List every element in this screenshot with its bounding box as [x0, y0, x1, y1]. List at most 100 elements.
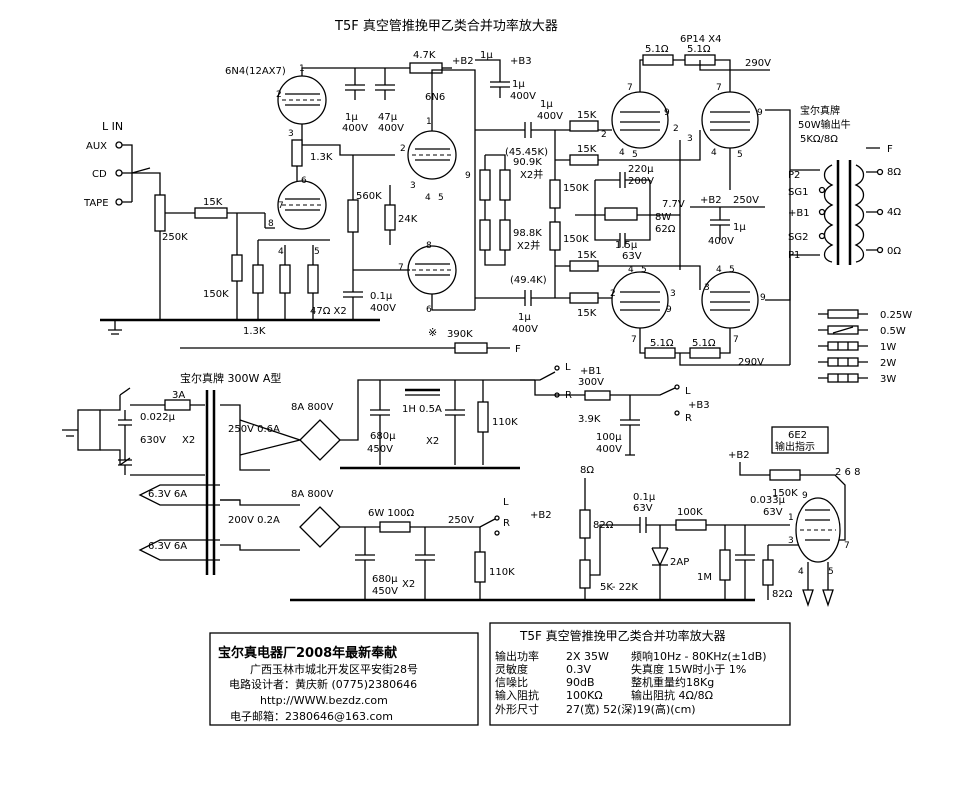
svg-text:390K: 390K: [447, 329, 473, 340]
indicator-label-box: [771, 426, 829, 454]
maker-email[interactable]: 电子邮箱：2380646@163.com: [230, 709, 393, 723]
svg-text:15K: 15K: [577, 110, 597, 121]
svg-text:150K: 150K: [563, 183, 589, 194]
svg-text:5KΩ/8Ω: 5KΩ/8Ω: [800, 134, 838, 145]
svg-text:7.7V: 7.7V: [662, 199, 685, 210]
svg-text:+B1: +B1: [580, 366, 602, 377]
svg-text:5.1Ω: 5.1Ω: [692, 338, 716, 349]
svg-text:外形尺寸: 外形尺寸: [495, 702, 539, 716]
svg-text:2AP: 2AP: [670, 557, 689, 568]
svg-text:7: 7: [631, 335, 637, 345]
svg-text:3: 3: [670, 289, 676, 299]
svg-text:100KΩ: 100KΩ: [566, 689, 603, 702]
svg-text:98.8K: 98.8K: [513, 228, 542, 239]
svg-text:6E2: 6E2: [788, 430, 807, 441]
svg-text:0.1μ: 0.1μ: [633, 492, 656, 503]
svg-text:7: 7: [844, 541, 850, 551]
svg-text:6.3V 6A: 6.3V 6A: [148, 541, 187, 552]
svg-text:220μ: 220μ: [628, 164, 654, 175]
svg-text:27(宽) 52(深)19(高)(cm): 27(宽) 52(深)19(高)(cm): [566, 702, 696, 716]
phase-splitter: (45.45K) 90.9K X2并 98.8K X2并 (49.4K) 1μ …: [474, 99, 589, 335]
svg-text:250V: 250V: [448, 515, 474, 526]
spec-row: 外形尺寸 27(宽) 52(深)19(高)(cm): [495, 702, 696, 716]
svg-text:9: 9: [664, 108, 670, 118]
svg-text:5.1Ω: 5.1Ω: [687, 44, 711, 55]
svg-text:输入阻抗: 输入阻抗: [495, 688, 539, 702]
svg-text:100K: 100K: [677, 507, 703, 518]
svg-text:400V: 400V: [537, 111, 563, 122]
spec-table-box: [489, 622, 791, 726]
jack-cd[interactable]: [115, 169, 123, 177]
svg-text:0.022μ: 0.022μ: [140, 412, 176, 423]
preamp-section: 6N4(12AX7) 1 2 3 6 7 8 4 5 1.3K 4.7K +B2…: [180, 50, 536, 355]
jack-aux[interactable]: [115, 141, 123, 149]
svg-text:0.25W: 0.25W: [880, 310, 912, 321]
svg-text:8: 8: [268, 219, 274, 229]
svg-text:4.7K: 4.7K: [413, 50, 436, 61]
svg-text:0.033μ: 0.033μ: [750, 495, 786, 506]
svg-text:250V: 250V: [733, 195, 759, 206]
svg-text:5: 5: [314, 247, 320, 257]
svg-text:信噪比: 信噪比: [495, 676, 528, 689]
svg-text:90.9K: 90.9K: [513, 157, 542, 168]
level-indicator: 6E2 输出指示 +B2 2 6 8 150K 9 1 3 7 4 5 8Ω 8…: [579, 426, 860, 608]
svg-text:2: 2: [400, 144, 406, 154]
svg-text:6W 100Ω: 6W 100Ω: [368, 508, 415, 519]
svg-text:400V: 400V: [512, 324, 538, 335]
svg-text:63V: 63V: [633, 503, 653, 514]
svg-text:X2: X2: [426, 436, 439, 447]
svg-text:0.1μ: 0.1μ: [370, 291, 393, 302]
svg-text:+B2: +B2: [530, 510, 552, 521]
svg-text:L: L: [685, 386, 691, 397]
svg-text:1: 1: [788, 513, 794, 523]
maker-designer: 电路设计者：黄庆新 (0775)2380646: [229, 677, 417, 691]
svg-text:1M: 1M: [697, 572, 712, 583]
svg-text:(49.4K): (49.4K): [510, 275, 547, 286]
svg-text:+B2: +B2: [452, 56, 474, 67]
svg-text:7: 7: [627, 83, 633, 93]
svg-text:1.5μ: 1.5μ: [615, 240, 638, 251]
svg-text:62Ω: 62Ω: [655, 224, 676, 235]
svg-text:X2: X2: [402, 579, 415, 590]
svg-text:2W: 2W: [880, 358, 896, 369]
svg-text:4: 4: [425, 193, 431, 203]
svg-text:3: 3: [788, 536, 794, 546]
svg-text:4: 4: [798, 567, 804, 577]
svg-text:8A 800V: 8A 800V: [291, 489, 333, 500]
spec-row: 灵敏度 0.3V 失真度 15W时小于 1%: [495, 662, 746, 676]
svg-text:15K: 15K: [577, 250, 597, 261]
svg-text:6N4(12AX7): 6N4(12AX7): [225, 66, 286, 77]
svg-text:X2并: X2并: [520, 168, 543, 181]
svg-text:5: 5: [632, 150, 638, 160]
svg-text:3A: 3A: [172, 390, 185, 401]
output-stage: 6P14 X4 7 7 2 9 9 2 3 4 5 4 5 4 5 4 5 2 …: [555, 34, 820, 368]
svg-text:300V: 300V: [578, 377, 604, 388]
svg-text:3.9K: 3.9K: [578, 414, 601, 425]
svg-text:输出指示: 输出指示: [775, 440, 815, 453]
tube-6p14-4: [701, 271, 759, 329]
svg-text:5: 5: [641, 265, 647, 275]
svg-text:4: 4: [711, 148, 717, 158]
svg-text:0.5W: 0.5W: [880, 326, 906, 337]
jack-tape[interactable]: [115, 198, 123, 206]
svg-text:4: 4: [716, 265, 722, 275]
svg-text:1μ: 1μ: [345, 112, 358, 123]
svg-text:200V: 200V: [628, 176, 654, 187]
resistor-legend: 0.25W 0.5W 1W 2W 3W: [818, 309, 912, 385]
svg-text:90dB: 90dB: [566, 676, 595, 689]
svg-text:R: R: [685, 413, 692, 424]
svg-text:R: R: [503, 518, 510, 529]
maker-website[interactable]: http://WWW.bezdz.com: [260, 694, 388, 707]
maker-box: 宝尔真电器厂2008年最新奉献 广西玉林市城北开发区平安街28号 电路设计者：黄…: [209, 632, 479, 726]
svg-text:L: L: [503, 497, 509, 508]
svg-text:1.3K: 1.3K: [310, 152, 333, 163]
svg-text:5: 5: [729, 265, 735, 275]
input-tape: TAPE: [83, 198, 109, 209]
svg-text:L: L: [565, 362, 571, 373]
svg-text:450V: 450V: [367, 444, 393, 455]
svg-text:8Ω: 8Ω: [887, 167, 901, 178]
svg-text:400V: 400V: [596, 444, 622, 455]
spec-title: T5F 真空管推挽甲乙类合并功率放大器: [519, 628, 726, 643]
svg-text:680μ: 680μ: [370, 431, 396, 442]
